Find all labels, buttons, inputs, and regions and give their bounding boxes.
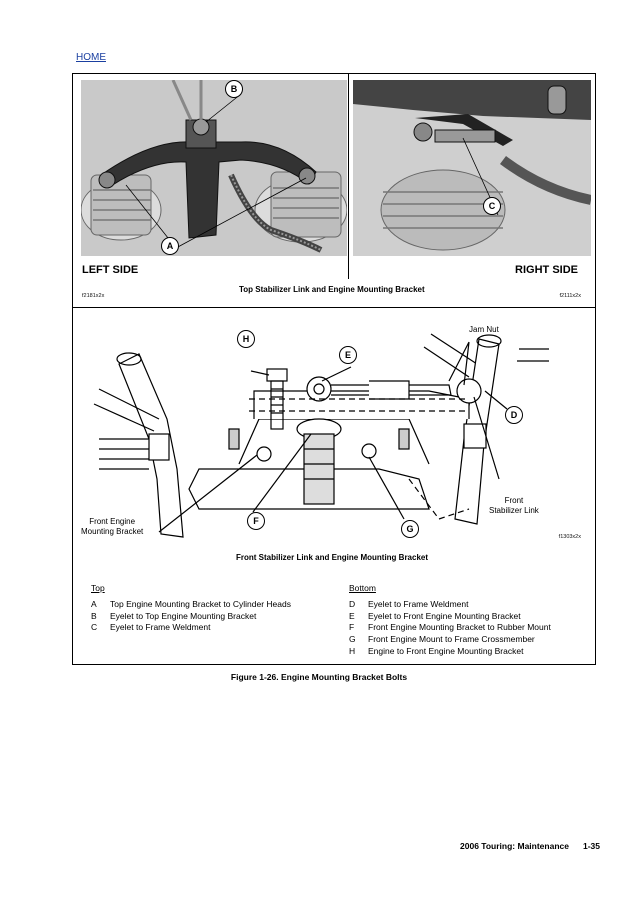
legend-bottom: Bottom D Eyelet to Frame Weldment E Eyelet… [349, 583, 551, 658]
top-panel-divider [348, 74, 349, 279]
legend-top: Top A Top Engine Mounting Bracket to Cyli… [91, 583, 291, 634]
jam-nut-label: Jam Nut [469, 325, 499, 334]
page-footer: 2006 Touring: Maintenance 1-35 [446, 841, 600, 851]
front-engine-mounting-bracket-label-line1: Front Engine [89, 517, 136, 526]
legend-key: C [91, 622, 98, 633]
legend-key: H [349, 645, 356, 656]
legend-item: B Eyelet to Top Engine Mounting Bracket [91, 611, 291, 623]
front-stabilizer-link-label: Front Stabilizer Link [489, 496, 539, 516]
legend-key: D [349, 599, 356, 609]
callout-a: A [161, 237, 179, 255]
left-photo-code: f2181x2x [82, 293, 105, 299]
legend-text: Eyelet to Front Engine Mounting Bracket [368, 610, 521, 621]
figure-frame: A B C LEFT SIDE RIGHT SIDE Top Stabilize… [72, 73, 596, 665]
footer-manual-title: 2006 Touring: Maintenance [460, 841, 569, 851]
right-side-photo [353, 80, 591, 256]
panel-divider [73, 307, 595, 308]
legend-item: G Front Engine Mount to Frame Crossmember [349, 634, 551, 646]
bottom-panel-caption: Front Stabilizer Link and Engine Mountin… [236, 553, 429, 562]
callout-b: B [225, 80, 243, 98]
top-panel-caption: Top Stabilizer Link and Engine Mounting … [239, 285, 425, 294]
left-side-photo [81, 80, 347, 256]
legend-item: H Engine to Front Engine Mounting Bracket [349, 646, 551, 658]
right-side-label: RIGHT SIDE [515, 264, 578, 276]
front-engine-mounting-bracket-label: Front Engine Mounting Bracket [81, 517, 143, 537]
legend-text: Engine to Front Engine Mounting Bracket [368, 645, 524, 656]
callout-e: E [339, 346, 357, 364]
callout-h: H [237, 330, 255, 348]
legend-key: G [349, 634, 356, 645]
front-stabilizer-link-label-line2: Stabilizer Link [489, 506, 539, 515]
callout-g: G [401, 520, 419, 538]
legend-item: E Eyelet to Front Engine Mounting Bracket [349, 611, 551, 623]
home-link[interactable]: HOME [76, 52, 106, 63]
legend-text: Front Engine Mounting Bracket to Rubber … [368, 622, 551, 633]
legend-text: Eyelet to Top Engine Mounting Bracket [110, 610, 257, 621]
legend-text: Top Engine Mounting Bracket to Cylinder … [110, 599, 291, 609]
figure-caption: Figure 1-26. Engine Mounting Bracket Bol… [230, 672, 408, 682]
right-photo-code: f2111x2x [559, 293, 581, 299]
front-stabilizer-link-label-line1: Front [504, 496, 524, 505]
legend-top-heading: Top [91, 583, 105, 593]
left-side-label: LEFT SIDE [82, 264, 139, 276]
front-engine-mounting-bracket-label-line2: Mounting Bracket [81, 527, 144, 536]
legend-key: A [91, 599, 97, 609]
legend-text: Eyelet to Frame Weldment [110, 622, 211, 633]
legend-text: Front Engine Mount to Frame Crossmember [368, 634, 535, 645]
legend-text: Eyelet to Frame Weldment [368, 599, 469, 609]
legend-bottom-heading: Bottom [349, 583, 376, 593]
callout-d: D [505, 406, 523, 424]
legend-item: F Front Engine Mounting Bracket to Rubber… [349, 622, 551, 634]
callout-f: F [247, 512, 265, 530]
front-stabilizer-drawing [93, 333, 549, 538]
page-number: 1-35 [582, 841, 600, 851]
drawing-code: f1303x2x [558, 534, 581, 540]
legend-item: D Eyelet to Frame Weldment [349, 599, 551, 611]
legend-key: F [349, 622, 355, 633]
legend-key: B [91, 610, 97, 621]
legend-key: E [349, 610, 355, 621]
callout-c: C [483, 197, 501, 215]
legend-item: A Top Engine Mounting Bracket to Cylinder… [91, 599, 291, 611]
legend-item: C Eyelet to Frame Weldment [91, 622, 291, 634]
